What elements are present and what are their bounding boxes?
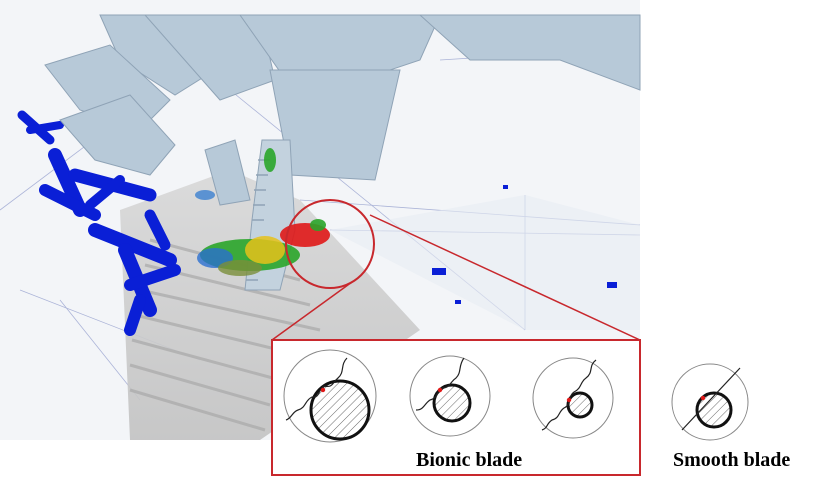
particle-cluster (195, 148, 330, 276)
rotor-blades (44, 14, 641, 206)
soil-box-face (330, 195, 640, 330)
bionic-blade-caption: Bionic blade (416, 449, 523, 471)
smooth-blade-section (671, 363, 749, 441)
blue-particle-chains (17, 110, 181, 336)
connector-line-right (271, 281, 353, 341)
bionic-section-1 (283, 349, 377, 443)
bionic-section-3 (532, 357, 614, 439)
connector-line-left (369, 214, 641, 341)
zoom-highlight-circle (285, 199, 375, 289)
bionic-section-2 (409, 355, 491, 437)
smooth-blade-caption: Smooth blade (673, 449, 791, 471)
scattered-particles (432, 185, 617, 304)
